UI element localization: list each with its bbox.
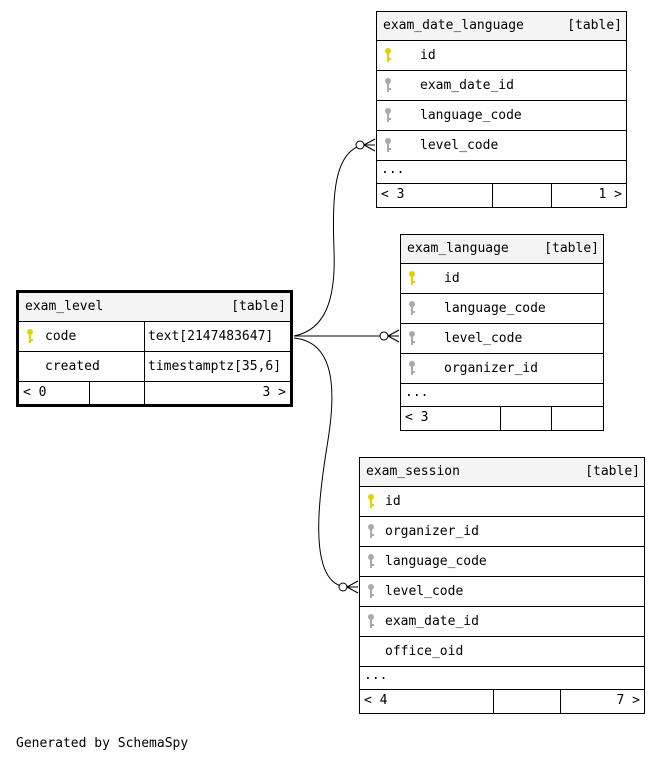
nav-blank — [493, 184, 552, 207]
column-name: code — [45, 329, 77, 344]
foreign-key-icon — [366, 553, 378, 569]
table-header: exam_language [table] — [401, 235, 603, 264]
children-link[interactable]: 1 > — [598, 187, 622, 202]
primary-key-icon — [383, 47, 395, 63]
table-nav: < 3 1 > — [377, 184, 626, 207]
column-row: organizer_id — [401, 354, 603, 384]
children-link[interactable] — [552, 407, 603, 430]
nav-blank — [501, 407, 552, 430]
column-row: language_code — [360, 547, 644, 577]
foreign-key-icon — [407, 360, 419, 376]
parents-link[interactable]: < 0 — [19, 382, 90, 404]
table-header: exam_session [table] — [360, 458, 644, 487]
column-row: organizer_id — [360, 517, 644, 547]
column-row: exam_date_id — [360, 607, 644, 637]
table-exam-level[interactable]: exam_level [table] code text[2147483647]… — [16, 290, 293, 407]
column-name: language_code — [385, 554, 487, 569]
column-name: level_code — [444, 331, 523, 346]
generated-by-footer: Generated by SchemaSpy — [16, 736, 189, 751]
table-kind: [table] — [567, 18, 622, 33]
table-exam-date-language[interactable]: exam_date_language [table] id exam_date_… — [376, 11, 627, 208]
column-name: language_code — [444, 301, 546, 316]
column-row: level_code — [360, 577, 644, 607]
foreign-key-icon — [383, 77, 395, 93]
column-row: id — [401, 264, 603, 294]
parents-link[interactable]: < 3 — [377, 184, 493, 207]
column-row: id — [360, 487, 644, 517]
column-name: id — [420, 48, 436, 63]
column-name: id — [444, 271, 460, 286]
column-row: language_code — [377, 101, 626, 131]
column-row: id — [377, 41, 626, 71]
table-exam-language[interactable]: exam_language [table] id language_code l… — [400, 234, 604, 431]
nav-blank — [494, 690, 561, 713]
table-header: exam_level [table] — [19, 293, 290, 322]
table-nav: < 3 — [401, 407, 603, 430]
table-nav: < 4 7 > — [360, 690, 644, 713]
foreign-key-icon — [366, 613, 378, 629]
column-row: code text[2147483647] — [19, 322, 290, 352]
nav-blank — [90, 382, 145, 404]
children-link[interactable]: 7 > — [616, 693, 640, 708]
table-nav: < 0 3 > — [19, 382, 290, 404]
column-row: level_code — [401, 324, 603, 354]
more-columns: ... — [377, 161, 626, 184]
table-name: exam_language — [407, 241, 509, 256]
column-name: language_code — [420, 108, 522, 123]
table-name: exam_level — [25, 299, 104, 314]
column-name: office_oid — [385, 644, 464, 659]
table-name: exam_date_language — [383, 18, 524, 33]
column-row: level_code — [377, 131, 626, 161]
more-columns: ... — [401, 384, 603, 407]
primary-key-icon — [25, 328, 37, 344]
column-name: created — [45, 359, 100, 374]
foreign-key-icon — [383, 137, 395, 153]
column-name: exam_date_id — [385, 614, 479, 629]
parents-link[interactable]: < 3 — [401, 407, 501, 430]
foreign-key-icon — [407, 330, 419, 346]
table-header: exam_date_language [table] — [377, 12, 626, 41]
column-name: id — [385, 494, 401, 509]
parents-link[interactable]: < 4 — [360, 690, 494, 713]
foreign-key-icon — [383, 107, 395, 123]
column-type: text[2147483647] — [148, 329, 274, 344]
foreign-key-icon — [366, 583, 378, 599]
column-row: created timestamptz[35,6] — [19, 352, 290, 382]
edge-exam-language-end — [379, 331, 389, 341]
more-columns: ... — [360, 667, 644, 690]
column-row: office_oid — [360, 637, 644, 667]
primary-key-icon — [407, 270, 419, 286]
column-type: timestamptz[35,6] — [148, 359, 282, 374]
column-name: level_code — [420, 138, 499, 153]
column-row: exam_date_id — [377, 71, 626, 101]
table-name: exam_session — [366, 464, 460, 479]
column-name: exam_date_id — [420, 78, 514, 93]
column-divider — [144, 352, 145, 381]
foreign-key-icon — [407, 300, 419, 316]
children-link[interactable]: 3 > — [262, 385, 286, 400]
column-name: level_code — [385, 584, 464, 599]
column-name: organizer_id — [444, 361, 538, 376]
edge-exam-date-language — [293, 144, 365, 337]
column-name: organizer_id — [385, 524, 479, 539]
edge-exam-date-language-end — [355, 140, 365, 150]
edge-exam-session — [293, 337, 348, 588]
foreign-key-icon — [366, 523, 378, 539]
table-kind: [table] — [231, 299, 286, 314]
table-kind: [table] — [544, 241, 599, 256]
primary-key-icon — [366, 493, 378, 509]
column-divider — [144, 322, 145, 351]
table-exam-session[interactable]: exam_session [table] id organizer_id lan… — [359, 457, 645, 714]
table-kind: [table] — [585, 464, 640, 479]
edge-exam-session-end — [338, 582, 348, 592]
column-row: language_code — [401, 294, 603, 324]
